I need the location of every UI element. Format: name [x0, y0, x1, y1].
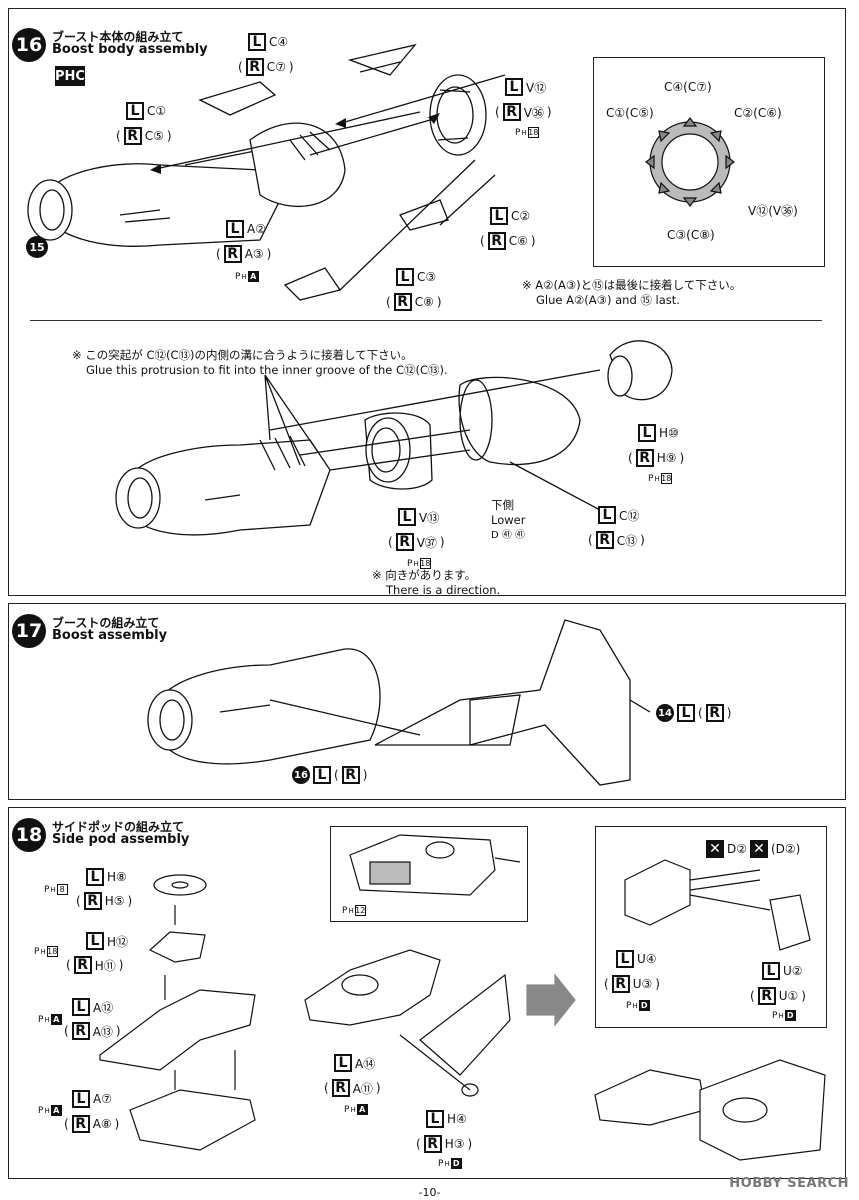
watermark: HOBBY SEARCH [729, 1176, 849, 1191]
step17-panel [8, 603, 846, 800]
detail-v12v36: V⑫(V㊱) [748, 204, 798, 218]
step17-number: 17 [12, 614, 46, 648]
part15-marker: 15 [26, 236, 48, 258]
step16-note-jp: ※ A②(A③)と⑮は最後に接着して下さい。 [522, 278, 742, 292]
detail-c3c8: C③(C⑧) [667, 228, 715, 242]
step16-number: 16 [12, 28, 46, 62]
step16b-note-jp: ※ この突起が C⑫(C⑬)の内側の溝に合うように接着して下さい。 [72, 348, 413, 362]
step16-note: ※ A②(A③)と⑮は最後に接着して下さい。 Glue A②(A③) and ⑮… [522, 278, 741, 308]
step17-title-en: Boost assembly [52, 628, 168, 643]
phc-badge: PHC [55, 66, 85, 86]
step18-title-en: Side pod assembly [52, 832, 190, 847]
step18-number: 18 [12, 818, 46, 852]
label-d2: ✕D②✕(D②) [706, 840, 800, 858]
step16-divider [30, 320, 822, 321]
step16-title-jp: ブースト本体の組み立て [52, 30, 184, 44]
lower-label: 下側 Lower D ㊶ ㊶ [491, 498, 526, 541]
detail-c2c6: C②(C⑥) [734, 106, 782, 120]
step16-title-en: Boost body assembly [52, 42, 208, 57]
step16-note-en: Glue A②(A③) and ⑮ last. [536, 293, 680, 307]
detail-c4c7: C④(C⑦) [664, 80, 712, 94]
step17-title-jp: ブーストの組み立て [52, 616, 160, 630]
step18-title-jp: サイドポッドの組み立て [52, 820, 185, 834]
direction-note: ※ 向きがあります。 There is a direction. [372, 568, 501, 597]
step16b-note: ※ この突起が C⑫(C⑬)の内側の溝に合うように接着して下さい。 Glue t… [72, 348, 448, 378]
page-number: -10- [418, 1186, 441, 1199]
step16b-note-en: Glue this protrusion to fit into the inn… [86, 363, 448, 377]
detail-c1c5: C①(C⑤) [606, 106, 654, 120]
